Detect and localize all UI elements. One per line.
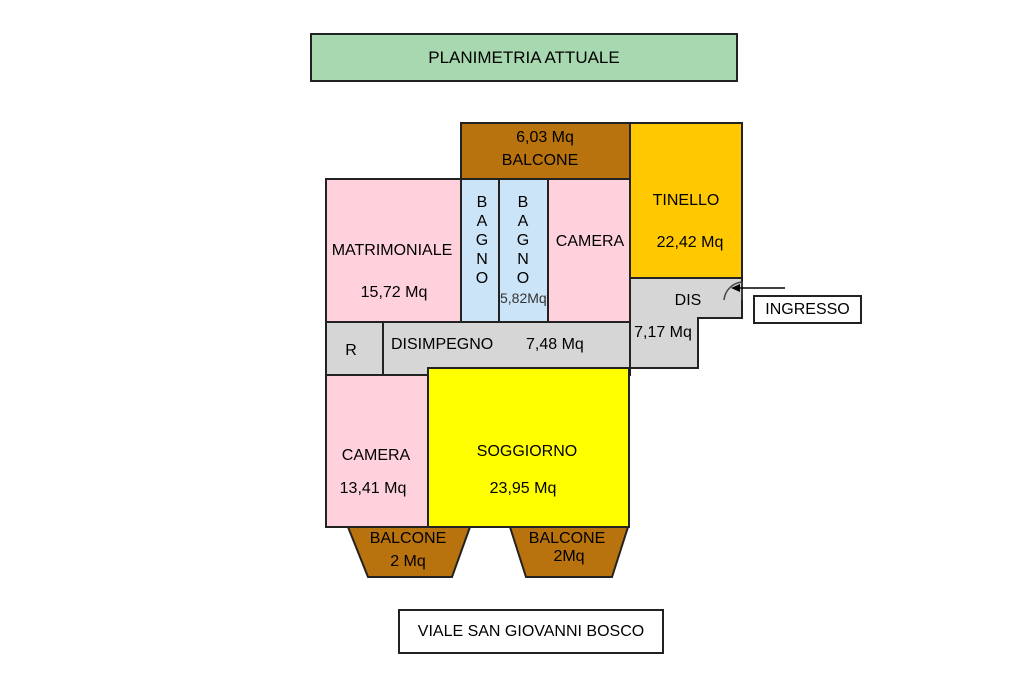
- ripostiglio-shape: [325, 321, 384, 376]
- camera-bottom-name: CAMERA: [341, 447, 411, 464]
- ingresso-label: INGRESSO: [765, 300, 850, 318]
- camera-top-name: CAMERA: [555, 233, 625, 250]
- dis-name: DIS: [674, 292, 702, 309]
- balcone-right-name: BALCONE: [528, 530, 606, 547]
- balcone-left-shape: [346, 526, 472, 578]
- street-label-box: VIALE SAN GIOVANNI BOSCO: [398, 609, 664, 654]
- tinello-name: TINELLO: [652, 192, 720, 209]
- bagni-area: 5,82Mq: [500, 290, 547, 306]
- ingresso-label-box: INGRESSO: [753, 295, 862, 324]
- soggiorno-name: SOGGIORNO: [476, 443, 578, 460]
- camera-bottom-area: 13,41 Mq: [339, 480, 407, 497]
- matrimoniale-name: MATRIMONIALE: [331, 242, 453, 259]
- disimpegno-area: 7,48 Mq: [526, 336, 584, 353]
- matrimoniale-area: 15,72 Mq: [360, 284, 428, 301]
- plan-title: PLANIMETRIA ATTUALE: [310, 33, 738, 82]
- bagno1-name: BAGNO: [475, 194, 489, 287]
- camera-bottom-shape: [325, 374, 429, 528]
- disimpegno-shape: [382, 321, 631, 376]
- balcone-left-name: BALCONE: [369, 530, 447, 547]
- balcone-left-area: 2 Mq: [390, 553, 426, 570]
- camera-top-shape: [547, 178, 631, 323]
- tinello-area: 22,42 Mq: [656, 234, 724, 251]
- balcone-top-area: 6,03 Mq: [516, 129, 574, 146]
- soggiorno-shape: [427, 367, 630, 528]
- soggiorno-area: 23,95 Mq: [489, 480, 557, 497]
- balcone-top-name: BALCONE: [501, 152, 579, 169]
- street-label: VIALE SAN GIOVANNI BOSCO: [417, 622, 645, 640]
- bagno2-shape: [498, 178, 549, 323]
- bagno2-name: BAGNO: [516, 194, 530, 287]
- dis-area: 7,17 Mq: [634, 324, 692, 341]
- entrance-door-swing: [723, 281, 743, 301]
- ripostiglio-name: R: [345, 342, 357, 359]
- disimpegno-name: DISIMPEGNO: [391, 336, 494, 353]
- plan-title-text: PLANIMETRIA ATTUALE: [428, 47, 620, 67]
- balcone-right-area: 2Mq: [553, 548, 585, 565]
- balcone-right-shape: [508, 526, 630, 578]
